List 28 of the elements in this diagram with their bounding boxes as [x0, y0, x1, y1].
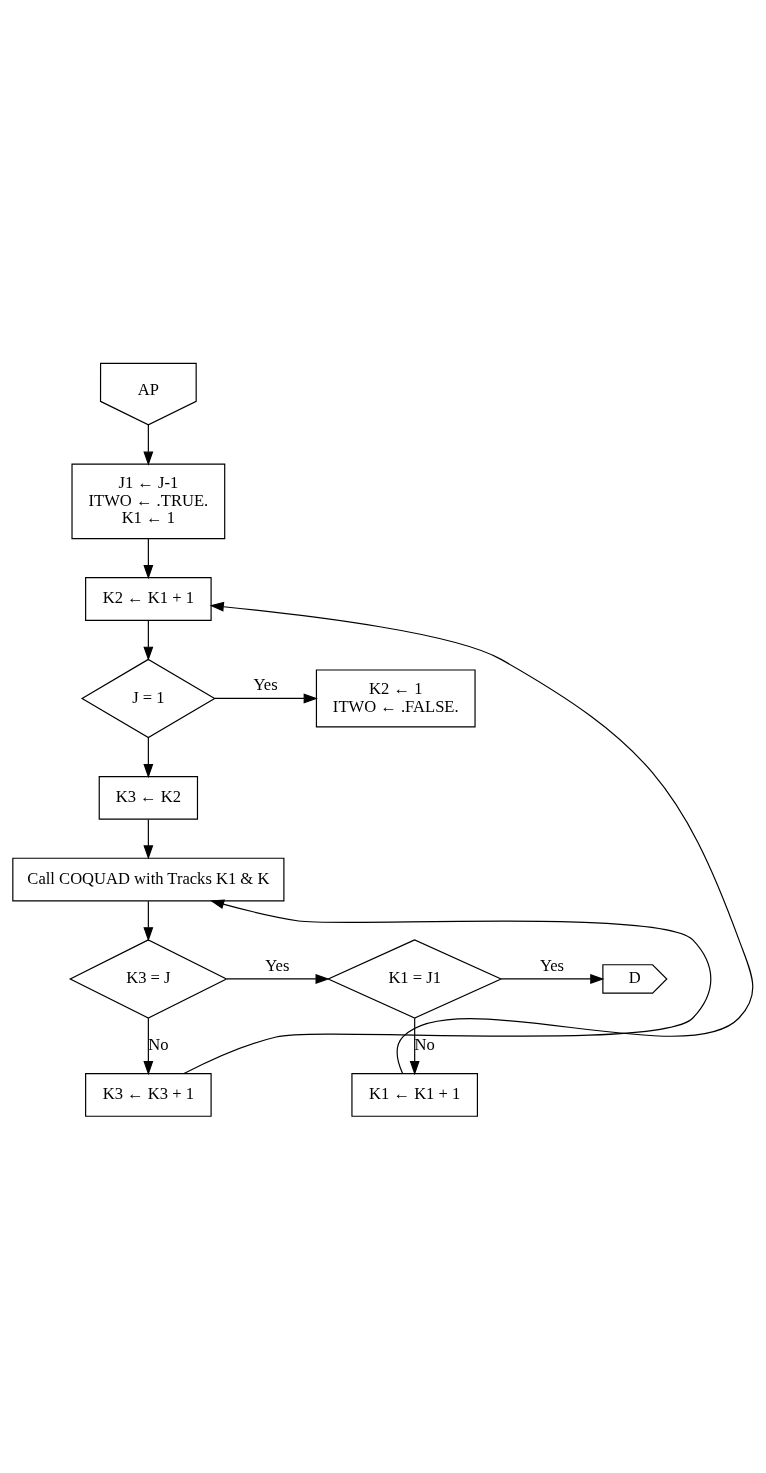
edge-label: No: [414, 1035, 435, 1055]
node-box: K2 ← 1 ITWO ← .FALSE.: [315, 669, 476, 728]
node-box: K3 ← K2: [98, 775, 199, 820]
node-box: K2 ← K1 + 1: [85, 577, 212, 621]
arrow: [226, 974, 330, 984]
arrow: [143, 900, 154, 942]
edge-label: No: [148, 1035, 169, 1055]
arrow: [143, 538, 154, 580]
arrow: [500, 974, 605, 984]
node-diamond: K3 = J: [68, 939, 228, 1019]
node-box: J1 ← J-1 ITWO ← .TRUE. K1 ← 1: [71, 463, 226, 540]
arrow: [209, 601, 754, 1075]
edge-label: Yes: [253, 675, 278, 695]
node-box: K1 ← K1 + 1: [351, 1073, 478, 1117]
node-box: K3 ← K3 + 1: [85, 1073, 212, 1117]
edge-label: Yes: [265, 955, 290, 975]
node-diamond: K1 = J1: [326, 939, 503, 1019]
node-diamond: J = 1: [80, 658, 216, 739]
arrow: [409, 1017, 420, 1076]
arrow: [183, 899, 712, 1075]
node-box: Call COQUAD with Tracks K1 & K: [12, 857, 285, 902]
arrow: [143, 620, 154, 661]
arrow: [143, 1017, 154, 1076]
arrow: [143, 737, 154, 779]
arrow: [214, 693, 318, 704]
arrow: [143, 424, 154, 466]
arrow: [143, 818, 154, 860]
edge-label: Yes: [539, 955, 565, 975]
